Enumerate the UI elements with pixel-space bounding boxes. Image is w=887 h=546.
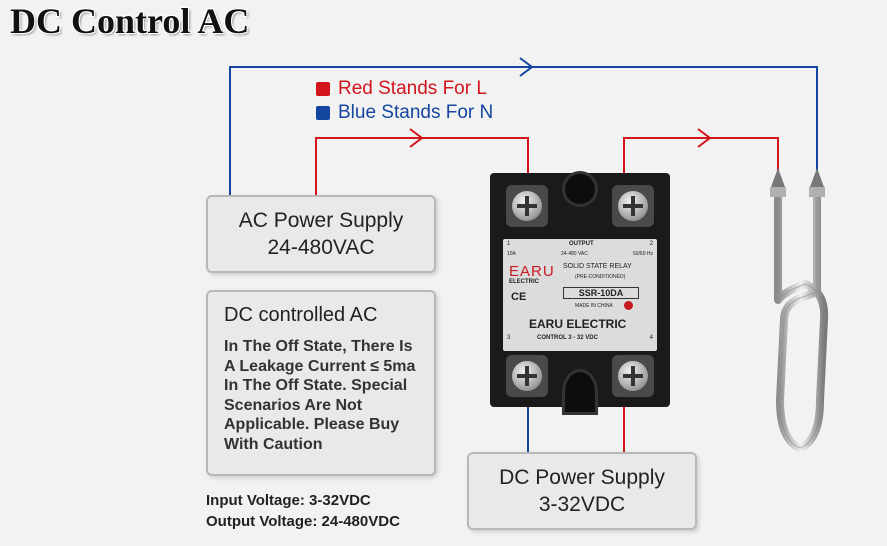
terminal-1-label: 1 [507, 241, 511, 247]
terminal-3-label: 3 [507, 335, 511, 341]
red-square-icon [316, 82, 330, 96]
maker-name: EARU ELECTRIC [529, 317, 627, 331]
input-voltage: Input Voltage: 3-32VDC [206, 492, 371, 509]
red-wire-relay-to-heater [623, 137, 779, 190]
screw-terminal-icon [612, 355, 654, 397]
made-in: MADE IN CHINA [575, 303, 613, 309]
terminal-2-label: 2 [649, 241, 653, 247]
heating-element-icon [770, 168, 829, 452]
dc-supply-label: DC Power Supply [499, 466, 665, 489]
mount-slot-icon [562, 369, 598, 415]
blue-wire-ac-to-heater [229, 66, 818, 195]
note-title: DC controlled AC [224, 304, 378, 326]
dc-supply-voltage: 3-32VDC [538, 493, 626, 516]
voltage-specs: Input Voltage: 3-32VDC Output Voltage: 2… [206, 490, 400, 532]
legend-red-label: Red Stands For L [338, 78, 487, 99]
ce-mark: CE [511, 291, 527, 303]
legend-blue-label: Blue Stands For N [338, 102, 494, 123]
page-title: DC Control AC [10, 1, 250, 41]
legend-red: Red Stands For L [316, 78, 487, 100]
current-rating: 10A [507, 251, 516, 257]
note-body: In The Off State, There Is A Leakage Cur… [224, 338, 416, 453]
preconditioned-text: (PRE-CONDITIONED) [575, 274, 626, 280]
solid-state-relay: 1 OUTPUT 2 10A 24-480 VAC 50/60 Hz EARU … [490, 171, 670, 415]
brand-sub: ELECTRIC [509, 279, 539, 285]
screw-terminal-icon [506, 185, 548, 227]
control-label: CONTROL 3 - 32 VDC [537, 335, 598, 341]
output-voltage: Output Voltage: 24-480VDC [206, 513, 400, 530]
voltage-rating: 24-480 VAC [561, 251, 588, 257]
relay-type: SOLID STATE RELAY [563, 263, 632, 270]
red-arrow-heater [697, 128, 712, 148]
legend-blue: Blue Stands For N [316, 102, 493, 124]
ac-supply-label: AC Power Supply [238, 209, 404, 232]
dc-power-supply-box: DC Power Supply 3-32VDC [467, 452, 697, 530]
terminal-4-label: 4 [649, 335, 653, 341]
brand-logo: EARU [509, 263, 555, 280]
note-box: DC controlled AC In The Off State, There… [206, 290, 436, 476]
model-number: SSR-10DA [563, 287, 639, 299]
blue-square-icon [316, 106, 330, 120]
frequency-rating: 50/60 Hz [632, 251, 653, 257]
ac-supply-voltage: 24-480VAC [267, 236, 375, 259]
mount-hole-icon [562, 171, 598, 207]
output-label: OUTPUT [569, 241, 594, 247]
relay-label-panel: 1 OUTPUT 2 10A 24-480 VAC 50/60 Hz EARU … [503, 239, 657, 351]
ac-power-supply-box: AC Power Supply 24-480VAC [206, 195, 436, 273]
screw-terminal-icon [506, 355, 548, 397]
status-led-icon [624, 301, 633, 310]
red-arrow-ac [409, 128, 424, 148]
screw-terminal-icon [612, 185, 654, 227]
blue-arrow-top [519, 57, 534, 77]
